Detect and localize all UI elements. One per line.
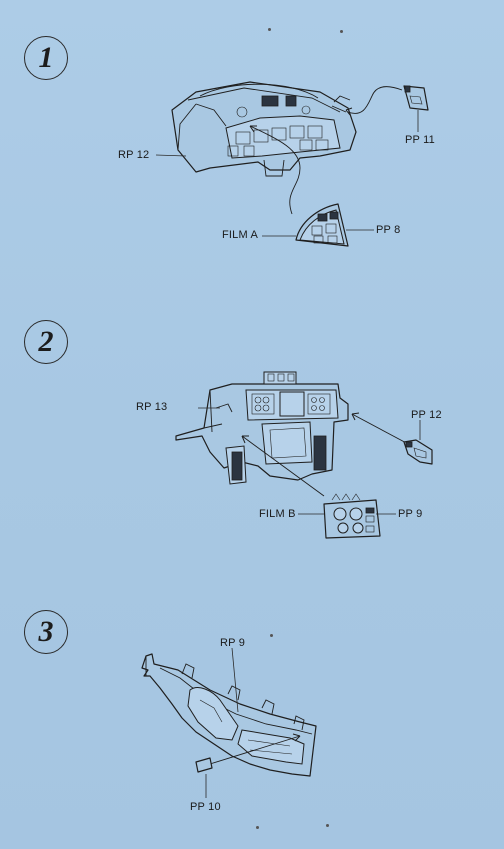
registration-mark	[270, 634, 273, 637]
pp10-part	[195, 733, 301, 773]
step-2-marker: 2	[24, 320, 68, 364]
step-3-rp-label: RP 9	[220, 637, 246, 649]
pp8-part	[249, 125, 349, 247]
step-2-pp-bottom-label: PP 9	[398, 508, 423, 520]
step-3-drawing	[141, 647, 317, 798]
registration-mark	[326, 824, 329, 827]
step-1-pp-top-label: PP 11	[405, 134, 435, 146]
step-3-marker: 3	[24, 610, 68, 654]
step-1-marker: 1	[24, 36, 68, 80]
pp12-part	[351, 412, 433, 465]
step-1-pp-bottom-label: PP 8	[376, 224, 401, 236]
pp11-part	[345, 85, 429, 116]
step-2-drawing	[175, 371, 433, 539]
rp13-part	[175, 371, 349, 485]
step-1-film-label: FILM A	[222, 229, 259, 241]
step-2-pp-top-label: PP 12	[411, 409, 442, 421]
step-3-pp-bottom-label: PP 10	[190, 801, 221, 813]
registration-mark	[256, 826, 259, 829]
step-3-number: 3	[38, 615, 54, 648]
step-1-number: 1	[38, 41, 54, 74]
step-1-drawing	[155, 81, 429, 247]
step-2-rp-label: RP 13	[136, 401, 168, 413]
step-1-rp-label: RP 12	[118, 149, 150, 161]
step-2-film-label: FILM B	[259, 508, 296, 520]
step-2-number: 2	[38, 325, 54, 358]
registration-mark	[340, 30, 343, 33]
rp9-part	[141, 653, 317, 777]
pp9-part	[241, 435, 381, 539]
registration-mark	[268, 28, 271, 31]
rp12-part	[171, 81, 357, 177]
